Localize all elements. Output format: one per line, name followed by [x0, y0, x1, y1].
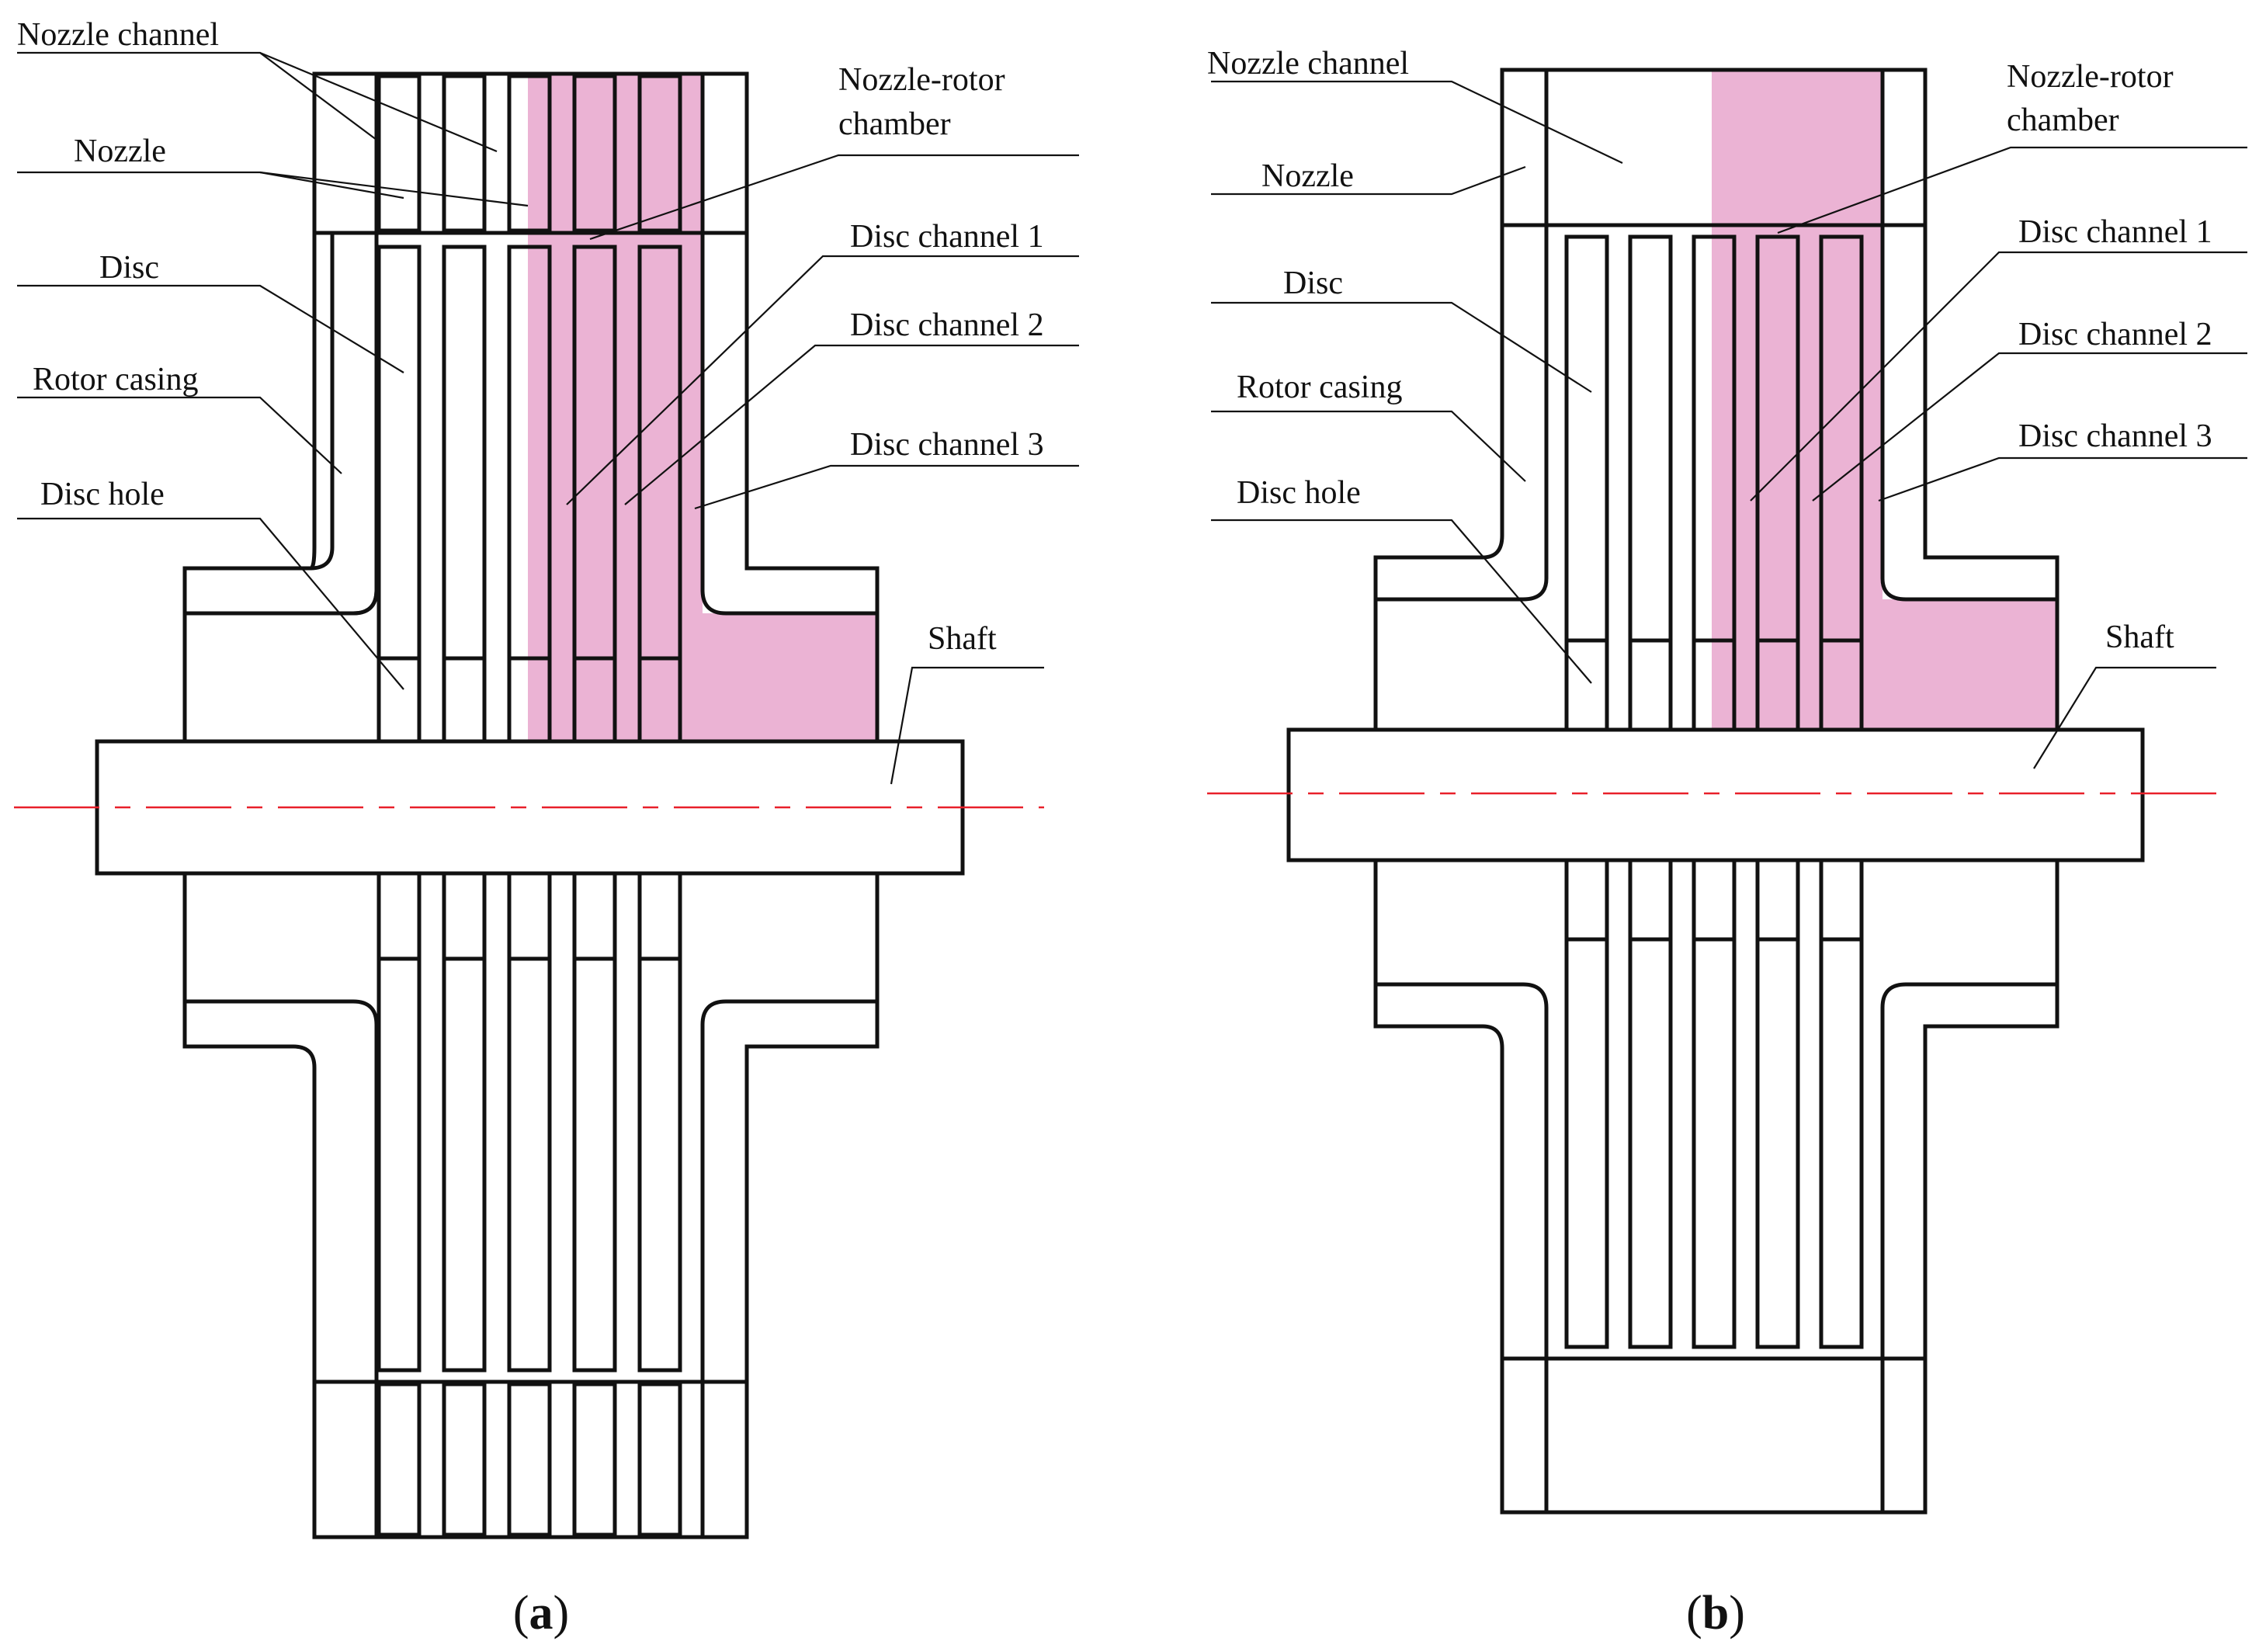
nozzle — [507, 1382, 552, 1537]
disc — [572, 956, 617, 1373]
label-nozzle-rotor-chamber-1: Nozzle-rotor — [838, 62, 1005, 98]
label-rotor-casing: Rotor casing — [33, 362, 198, 397]
discs-lower-a — [376, 956, 682, 1373]
disc — [376, 956, 422, 1373]
label-disc-b: Disc — [1283, 266, 1343, 301]
label-disc-channel-3-b: Disc channel 3 — [2018, 418, 2212, 454]
rotor-casing-upper-right-b — [1880, 223, 2059, 602]
disc — [1755, 937, 1800, 1349]
rotor-casing-lower-right — [700, 999, 880, 1384]
disc-hubs-lower-b — [1564, 858, 1864, 942]
label-disc-channel-1: Disc channel 1 — [850, 219, 1044, 255]
label-nozzle-rotor-chamber-1-b: Nozzle-rotor — [2007, 59, 2174, 95]
nozzle-ring-lower-b — [1500, 1356, 1928, 1515]
disc — [442, 245, 487, 661]
nozzle — [376, 1382, 422, 1537]
leaders-b — [1211, 80, 2247, 769]
disc — [1628, 937, 1673, 1349]
nozzle-left-upper-b — [1500, 68, 1549, 227]
disc — [637, 956, 682, 1373]
disc — [1564, 937, 1609, 1349]
label-shaft-b: Shaft — [2105, 620, 2174, 655]
label-nozzle-rotor-chamber-2: chamber — [838, 106, 951, 142]
nozzle-right-upper — [700, 71, 749, 235]
disc — [1819, 937, 1864, 1349]
label-shaft: Shaft — [928, 621, 997, 657]
disc — [507, 956, 552, 1373]
caption-a: (a) — [513, 1587, 569, 1640]
nozzle-left-lower — [312, 1380, 379, 1539]
nozzle — [376, 74, 422, 233]
label-disc-hole: Disc hole — [40, 477, 165, 512]
nozzle-right-upper-b — [1880, 68, 1928, 227]
label-nozzle: Nozzle — [74, 134, 166, 169]
discs-lower-b — [1564, 937, 1864, 1349]
labels-b: Nozzle channel Nozzle Disc Rotor casing … — [1207, 46, 2212, 655]
nozzle — [572, 74, 617, 233]
label-disc-channel-2-b: Disc channel 2 — [2018, 317, 2212, 352]
rotor-casing-lower-left-b — [1373, 982, 1549, 1361]
nozzle — [442, 74, 487, 233]
disc — [442, 956, 487, 1373]
disc — [1564, 234, 1609, 643]
rotor-casing-upper-right — [700, 231, 880, 616]
label-nozzle-b: Nozzle — [1261, 158, 1354, 194]
label-disc-channel-2: Disc channel 2 — [850, 307, 1044, 343]
nozzle-right-lower — [700, 1380, 749, 1539]
label-nozzle-channel-b: Nozzle channel — [1207, 46, 1409, 82]
nozzle-vanes-upper — [376, 74, 682, 233]
shaft-b — [1286, 727, 2145, 862]
labels-a: Nozzle channel Nozzle Disc Rotor casing … — [17, 17, 1044, 657]
nozzle-right-lower-b — [1880, 1356, 1928, 1515]
label-rotor-casing-b: Rotor casing — [1237, 370, 1402, 405]
rotor-casing-lower-left — [182, 999, 379, 1384]
leaders-a — [17, 51, 1079, 785]
disc-hubs-lower-a — [376, 871, 682, 961]
nozzle — [637, 1382, 682, 1537]
label-disc-hole-b: Disc hole — [1237, 475, 1361, 511]
nozzle-vanes-lower — [376, 1382, 682, 1537]
nozzle — [572, 1382, 617, 1537]
nozzle — [507, 74, 552, 233]
label-disc-channel-1-b: Disc channel 1 — [2018, 214, 2212, 250]
label-nozzle-rotor-chamber-2-b: chamber — [2007, 102, 2119, 138]
label-disc: Disc — [99, 250, 159, 286]
rotor-casing-lower-right-b — [1880, 982, 2059, 1361]
disc — [1692, 937, 1737, 1349]
rotor-casing-upper-left — [182, 231, 379, 616]
nozzle-left-lower-b — [1500, 1356, 1549, 1515]
panel-a: Nozzle channel Nozzle Disc Rotor casing … — [14, 17, 1079, 1640]
nozzle — [637, 74, 682, 233]
nozzle — [442, 1382, 487, 1537]
disc — [1628, 234, 1673, 643]
label-nozzle-channel: Nozzle channel — [17, 17, 219, 53]
disc — [376, 245, 422, 661]
rotor-casing-upper-left-shell — [182, 231, 379, 616]
caption-b: (b) — [1686, 1587, 1745, 1640]
label-disc-channel-3: Disc channel 3 — [850, 427, 1044, 463]
panel-b: Nozzle channel Nozzle Disc Rotor casing … — [1207, 46, 2247, 1640]
